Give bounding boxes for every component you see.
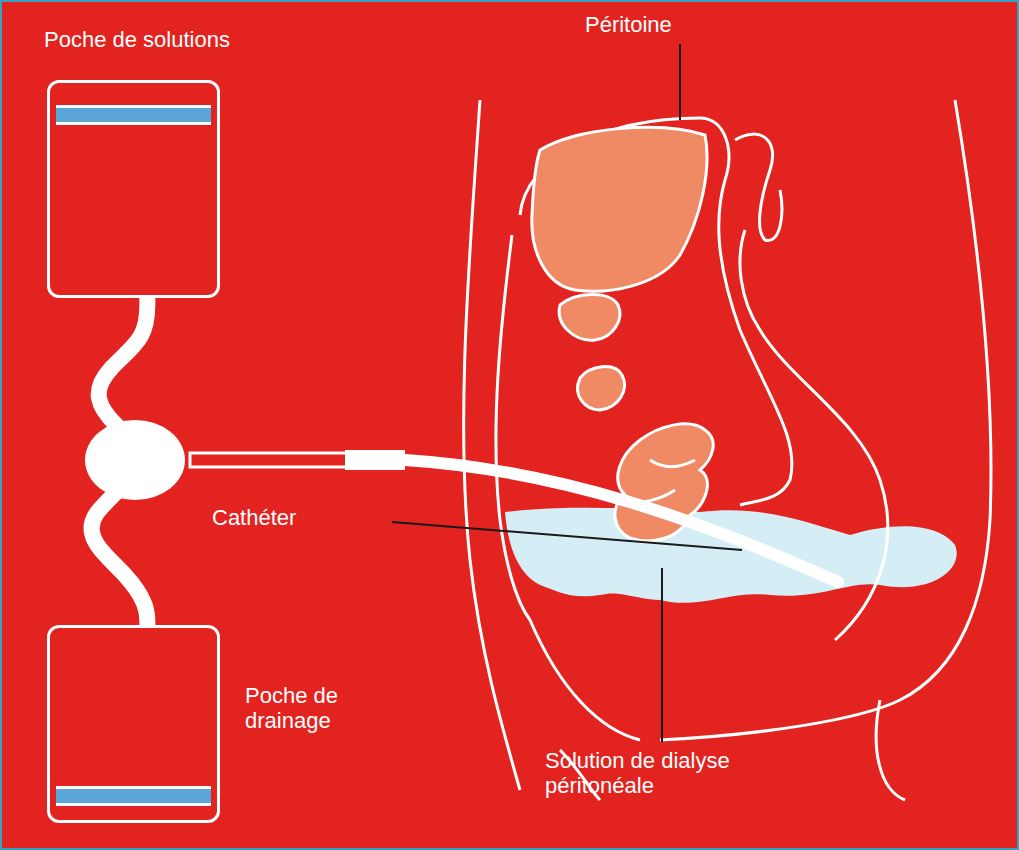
part-label: Solution de dialyse péritonéale — [545, 748, 825, 799]
peritoneum-fold — [735, 134, 782, 240]
part-label: Péritoine — [585, 12, 785, 37]
leader-line — [392, 44, 742, 742]
part-label: Cathéter — [212, 505, 372, 530]
fluid-bag: Poche de drainage — [47, 625, 220, 823]
bag-label: Poche de solutions — [44, 27, 364, 52]
catheter — [190, 450, 838, 582]
bag-stripe — [56, 786, 211, 806]
body-outline — [464, 100, 991, 800]
fluid-bag: Poche de solutions — [47, 80, 220, 298]
bag-stripe — [56, 105, 211, 125]
bag-label: Poche de drainage — [245, 683, 395, 734]
tubing — [92, 298, 148, 625]
